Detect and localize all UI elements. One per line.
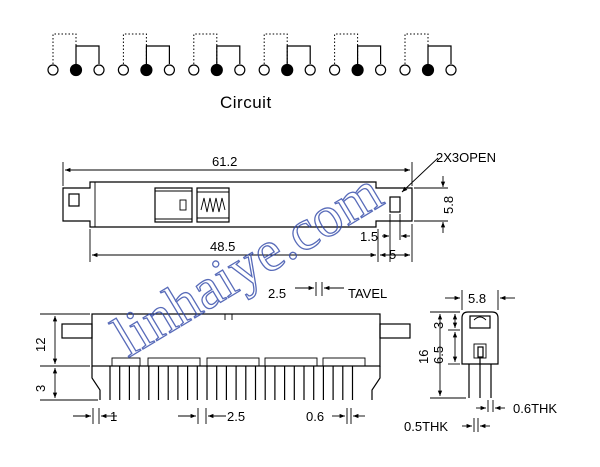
side-body	[461, 311, 499, 365]
side-pin-thick-label: 0.6THK	[513, 401, 557, 416]
length-label: 61.2	[212, 154, 237, 169]
left-actuator-tab	[61, 323, 93, 339]
offset-label: 5	[389, 247, 396, 262]
pins	[109, 366, 354, 400]
circuit-terminal-open	[163, 64, 175, 76]
circuit-closed-link	[357, 45, 382, 64]
circuit-diagram	[47, 33, 457, 77]
circuit-open-link	[122, 33, 147, 64]
circuit-terminal-open	[93, 64, 105, 76]
actuator	[154, 187, 193, 223]
top-view: 61.2 2X3OPEN 5.8 1.5 48.5 5	[62, 150, 496, 262]
side-actuator	[469, 315, 491, 329]
circuit-open-link	[193, 33, 218, 64]
circuit-closed-link	[286, 45, 311, 64]
front-height-label: 12	[33, 338, 48, 352]
pin-width-label: 1	[110, 409, 117, 424]
side-body-label: 6.5	[431, 346, 446, 364]
circuit-open-link	[334, 33, 359, 64]
circuit-title: Circuit	[220, 93, 272, 112]
spring	[200, 197, 226, 213]
circuit-terminal-common	[281, 63, 294, 77]
pitch-label: 48.5	[210, 239, 235, 254]
circuit-terminal-common	[69, 63, 83, 77]
travel-label: TAVEL	[348, 286, 387, 301]
pin-pitch-label: 2.5	[227, 409, 245, 424]
left-mount-hole	[68, 193, 80, 207]
side-plate-thick-label: 0.5THK	[404, 419, 448, 434]
side-top-label: 3	[431, 322, 446, 329]
circuit-terminal-common	[351, 63, 364, 77]
pin-length-label: 3	[33, 385, 48, 392]
circuit-open-link	[263, 33, 288, 64]
side-total-label: 16	[416, 350, 431, 364]
terminal-block	[322, 357, 366, 367]
spring-housing	[196, 187, 230, 223]
circuit-terminal-common	[421, 63, 435, 77]
circuit-closed-link	[427, 45, 452, 64]
right-leg	[371, 366, 381, 400]
terminal-blocks	[111, 357, 366, 367]
circuit-open-link	[404, 33, 429, 64]
side-contact	[473, 343, 487, 359]
circuit-terminal-open	[234, 64, 246, 76]
circuit-terminal-open	[375, 64, 387, 76]
circuit-terminal-common	[210, 63, 223, 77]
top-view-body-outline	[62, 181, 413, 228]
side-contact-inner	[477, 346, 484, 358]
circuit-terminal-open	[258, 64, 270, 76]
circuit-closed-link	[145, 45, 170, 64]
hole-label: 1.5	[360, 229, 378, 244]
terminal-block	[206, 357, 260, 367]
terminal-block	[111, 357, 141, 367]
circuit-terminal-open	[117, 64, 130, 76]
top-height-label: 5.8	[441, 196, 456, 214]
right-mount-hole	[389, 196, 401, 213]
open-leader	[401, 157, 439, 193]
side-width-label: 5.8	[468, 291, 486, 306]
circuit-terminal-open	[329, 64, 341, 76]
terminal-block	[264, 357, 318, 367]
circuit-terminal-open	[188, 64, 200, 76]
circuit-terminal-open	[47, 64, 59, 76]
left-leg	[91, 366, 101, 400]
circuit-closed-link	[216, 45, 241, 64]
circuit-terminal-open	[304, 64, 316, 76]
circuit-closed-link	[75, 45, 100, 64]
right-actuator-tab	[379, 323, 411, 339]
circuit-open-link	[52, 33, 77, 64]
side-view: 5.8 3 6.5 16 0.6THK 0.5THK	[404, 290, 557, 434]
travel-pitch-label: 2.5	[268, 286, 286, 301]
side-actuator-detail	[473, 316, 487, 321]
open-label: 2X3OPEN	[436, 150, 496, 165]
terminal-block	[147, 357, 201, 367]
circuit-terminal-open	[399, 64, 411, 76]
pin-thick-label: 0.6	[306, 409, 324, 424]
circuit-terminal-common	[140, 63, 153, 77]
front-view: 2.5 TAVEL 12 3 1 2.5 0.6	[33, 282, 411, 424]
actuator-notch	[179, 199, 187, 211]
circuit-terminal-open	[445, 64, 457, 76]
watermark: linhaiye.com	[101, 158, 393, 369]
